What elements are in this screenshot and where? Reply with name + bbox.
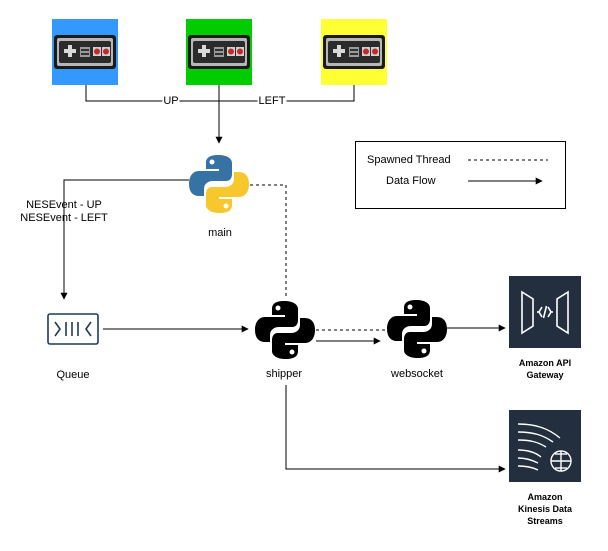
kinesis-icon — [509, 410, 581, 482]
api-gateway-icon — [509, 276, 581, 348]
node-label-api-gateway-1: Amazon API — [518, 358, 572, 368]
main-python-icon — [189, 155, 249, 213]
node-label-api-gateway-2: Gateway — [526, 370, 564, 380]
edge-label-left: LEFT — [257, 95, 287, 107]
shipper-python-icon — [255, 301, 315, 359]
queue-icon — [47, 313, 99, 345]
edge-label-nes-event-left: NESEvent - LEFT — [20, 212, 108, 224]
edge-shipper-to-kinesis — [285, 385, 506, 473]
node-label-main: main — [208, 227, 232, 239]
controller-yellow — [321, 19, 387, 85]
node-label-shipper: shipper — [265, 368, 303, 380]
node-label-kinesis-1: Amazon — [527, 492, 563, 502]
node-label-kinesis-3: Streams — [527, 516, 563, 526]
edge-label-nes-event-up: NESEvent - UP — [26, 199, 102, 211]
controller-green — [186, 19, 252, 85]
websocket-python-icon — [387, 300, 447, 358]
legend-label-data-flow: Data Flow — [386, 175, 436, 187]
controller-connector — [85, 85, 355, 144]
edge-main-spawns-shipper — [250, 184, 287, 298]
legend-label-spawned-thread: Spawned Thread — [367, 154, 451, 166]
node-label-queue: Queue — [56, 369, 90, 381]
controller-blue — [52, 19, 118, 85]
node-label-kinesis-2: Kinesis Data — [517, 504, 573, 514]
legend-box — [355, 141, 566, 209]
node-label-websocket: websocket — [391, 368, 443, 380]
edge-main-to-queue — [60, 179, 189, 300]
edge-label-up: UP — [162, 95, 180, 107]
